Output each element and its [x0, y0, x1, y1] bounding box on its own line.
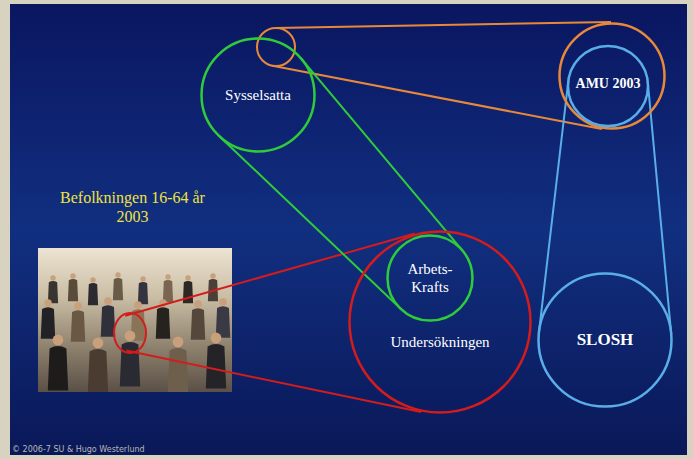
person-figure [113, 272, 123, 300]
circle-border [202, 39, 315, 152]
person-figure [120, 331, 140, 387]
node-label: AMU 2003 [570, 76, 646, 93]
focus-ellipse [114, 313, 146, 353]
person-figure [138, 276, 148, 304]
person-figure [88, 338, 108, 392]
zoom-line [272, 66, 601, 129]
backdrop-panel [10, 4, 687, 455]
circle-border [560, 24, 665, 129]
person-figure [206, 333, 226, 389]
circle-outline [386, 234, 474, 322]
zoom-circle: Undersökningen Arbets- Krafts [348, 230, 532, 414]
person-figure [208, 273, 218, 301]
person-figure [48, 275, 58, 303]
zoom-circle: SLOSH [537, 272, 673, 408]
person-figure [41, 299, 55, 339]
person-figure [68, 273, 78, 301]
person-figure [101, 297, 115, 337]
circle-border [350, 232, 531, 413]
zoom-connector [539, 81, 671, 333]
person-figure [71, 302, 85, 342]
zoom-circle: AMU 2003 [558, 22, 666, 130]
photo-ground [38, 248, 232, 392]
crowd-photo [38, 248, 232, 392]
zoom-line [276, 22, 611, 28]
node-label: Arbets- Krafts [399, 260, 461, 296]
zoom-circle: Arbets- Krafts [386, 234, 474, 322]
person-figure [168, 337, 188, 392]
person-figure [163, 274, 173, 302]
circle-border [388, 236, 473, 321]
zoom-circle: Sysselsatta [200, 37, 316, 153]
caption-label: Befolkningen 16-64 år 2003 [60, 188, 205, 226]
node-label: Sysselsatta [206, 86, 310, 104]
inner-circle [568, 46, 648, 126]
person-figure [88, 277, 98, 305]
person-figure [216, 298, 230, 338]
circle-border [539, 274, 672, 407]
circle-outline [348, 230, 532, 414]
copyright-note: © 2006-7 SU & Hugo Westerlund [12, 445, 242, 455]
zoom-line [125, 234, 415, 316]
node-label: Undersökningen [365, 333, 515, 351]
person-figure [48, 335, 68, 391]
node-label: SLOSH [550, 330, 660, 350]
person-figure [191, 300, 205, 340]
zoom-line [126, 351, 421, 413]
